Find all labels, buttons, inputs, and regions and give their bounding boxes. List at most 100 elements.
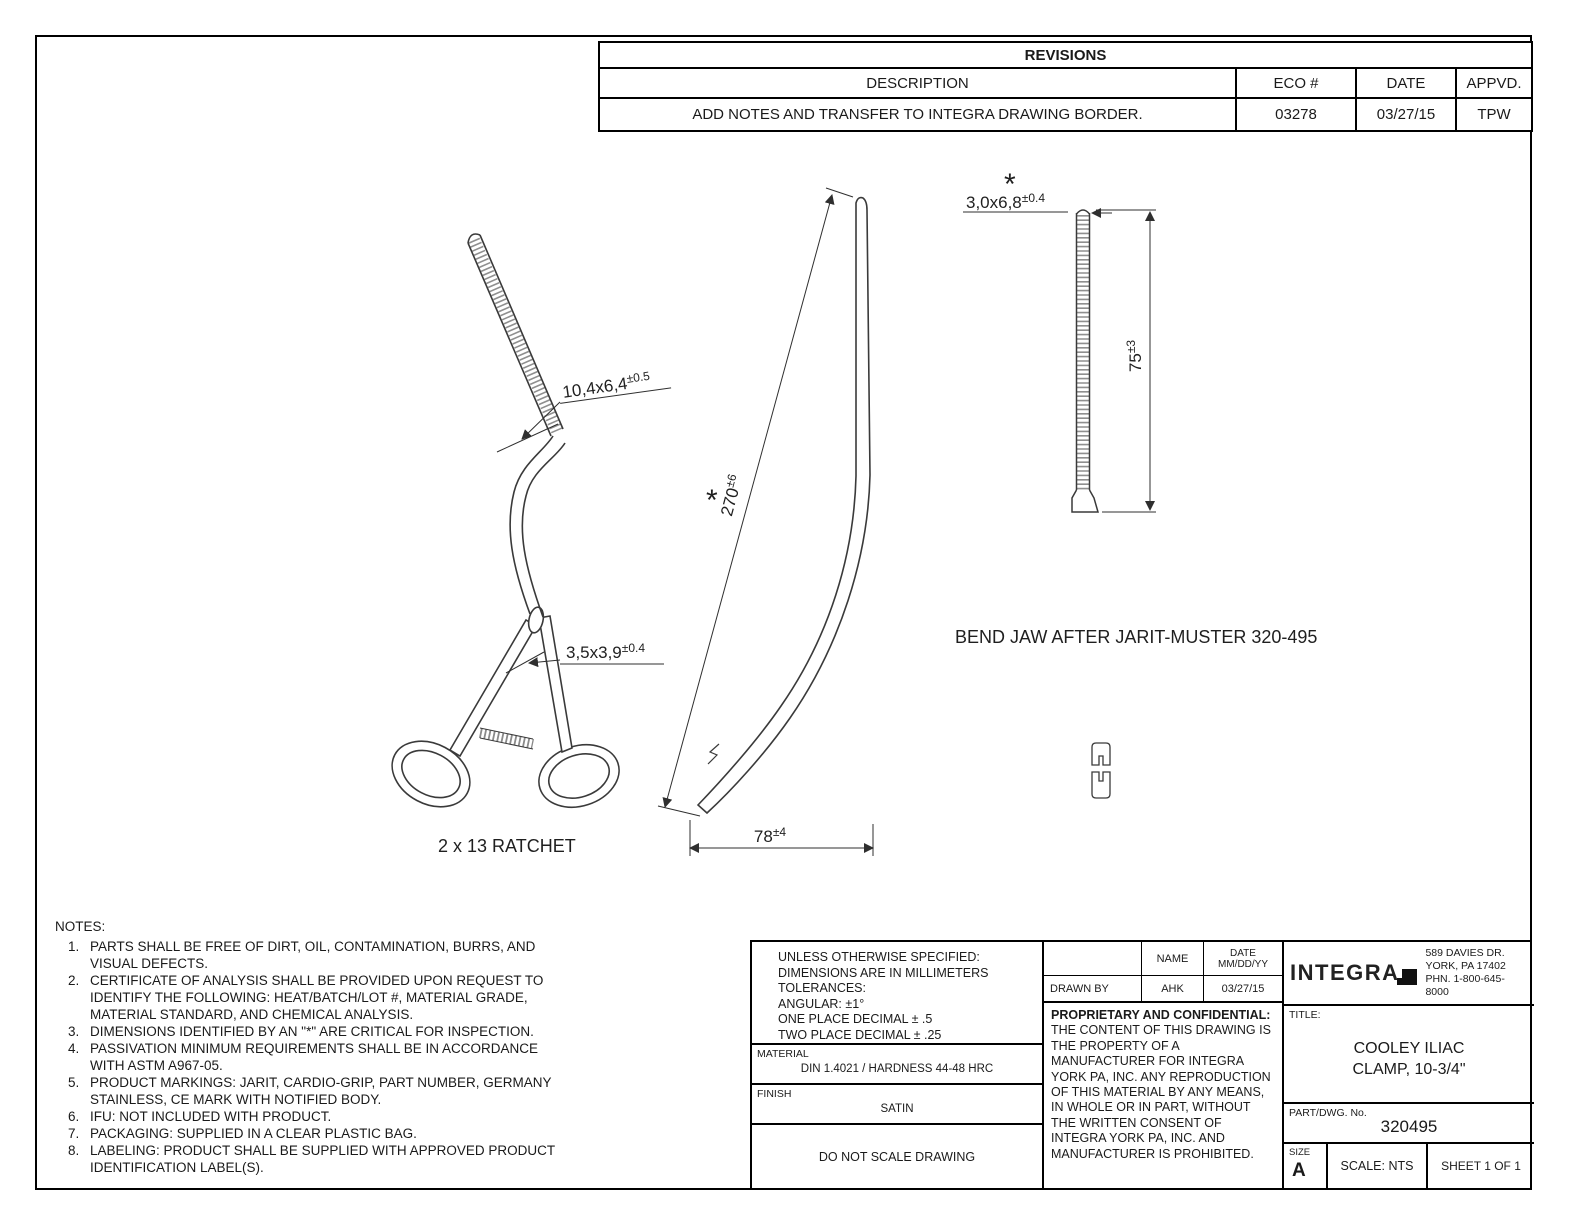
material-row: MATERIAL DIN 1.4021 / HARDNESS 44-48 HRC: [752, 1045, 1042, 1085]
note-text: DIMENSIONS IDENTIFIED BY AN "*" ARE CRIT…: [90, 1024, 534, 1039]
approval-blank-cell: [1044, 942, 1142, 975]
tolerance-line: TWO PLACE DECIMAL ± .25: [778, 1027, 942, 1042]
tolerance-line: TOLERANCES:: [778, 981, 866, 995]
title-block: UNLESS OTHERWISE SPECIFIED: DIMENSIONS A…: [750, 940, 1534, 1190]
approval-header-row: NAME DATE MM/DD/YY: [1044, 942, 1282, 976]
note-text: PRODUCT MARKINGS: JARIT, CARDIO-GRIP, PA…: [90, 1075, 552, 1107]
note-number: 4.: [68, 1041, 80, 1056]
revision-appvd: TPW: [1477, 106, 1511, 123]
dim-shaft-label: 3,5x3,9±0.4: [566, 641, 645, 662]
proprietary-notice: PROPRIETARY AND CONFIDENTIAL: THE CONTEN…: [1044, 1003, 1282, 1188]
note-text: PASSIVATION MINIMUM REQUIREMENTS SHALL B…: [90, 1041, 539, 1073]
ratchet: [478, 727, 535, 750]
size-value: A: [1292, 1160, 1306, 1181]
scale-field: SCALE: NTS: [1328, 1144, 1428, 1188]
revisions-table: REVISIONS DESCRIPTION ECO # DATE APPVD. …: [598, 41, 1533, 132]
title-field: TITLE: COOLEY ILIAC CLAMP, 10-3/4": [1284, 1006, 1534, 1104]
note-number: 3.: [68, 1024, 80, 1039]
company-address: 589 DAVIES DR. YORK, PA 17402 PHN. 1-800…: [1425, 947, 1528, 999]
note-item: 4. PASSIVATION MINIMUM REQUIREMENTS SHAL…: [55, 1040, 560, 1074]
integra-logo: INTEGRA: [1290, 960, 1400, 985]
note-number: 5.: [68, 1075, 80, 1090]
jaw-cross-section: [1091, 742, 1111, 799]
note-number: 2.: [68, 973, 80, 988]
drawn-by-row: DRAWN BY AHK 03/27/15: [1044, 976, 1282, 1003]
note-item: 8. LABELING: PRODUCT SHALL BE SUPPLIED W…: [55, 1142, 560, 1176]
revision-eco: 03278: [1237, 99, 1357, 130]
size-field: SIZE A: [1284, 1144, 1328, 1188]
dim-jaw-profile-label: 3,0x6,8±0.4: [966, 191, 1045, 212]
clamp-front-view: [391, 233, 620, 809]
note-item: 3. DIMENSIONS IDENTIFIED BY AN "*" ARE C…: [55, 1023, 560, 1040]
dim-jaw-length: 75±3: [1096, 209, 1156, 513]
shank-right: [538, 615, 573, 754]
critical-asterisk-length: *: [706, 484, 718, 517]
size-scale-sheet-row: SIZE A SCALE: NTS SHEET 1 OF 1: [1284, 1144, 1534, 1188]
note-text: PACKAGING: SUPPLIED IN A CLEAR PLASTIC B…: [90, 1126, 417, 1141]
box-joint: [527, 606, 545, 634]
part-number-label: PART/DWG. No.: [1289, 1107, 1367, 1119]
note-item: 1. PARTS SHALL BE FREE OF DIRT, OIL, CON…: [55, 938, 560, 972]
part-number-field: PART/DWG. No. 320495: [1284, 1104, 1534, 1144]
revision-date: 03/27/15: [1357, 99, 1457, 130]
tolerance-notes: UNLESS OTHERWISE SPECIFIED: DIMENSIONS A…: [752, 942, 1042, 1045]
sheet-field: SHEET 1 OF 1: [1441, 1159, 1521, 1173]
revisions-col-date: DATE: [1357, 69, 1457, 97]
revisions-title: REVISIONS: [600, 43, 1531, 69]
clamp-shaft: [509, 435, 566, 618]
title-label: TITLE:: [1289, 1009, 1321, 1021]
note-item: 5. PRODUCT MARKINGS: JARIT, CARDIO-GRIP,…: [55, 1074, 560, 1108]
dim-shaft: 3,5x3,9±0.4: [505, 641, 664, 674]
note-item: 6. IFU: NOT INCLUDED WITH PRODUCT.: [55, 1108, 560, 1125]
revisions-col-eco: ECO #: [1237, 69, 1357, 97]
note-text: LABELING: PRODUCT SHALL BE SUPPLIED WITH…: [90, 1143, 555, 1175]
dim-width: 78±4: [689, 820, 874, 856]
tolerance-line: UNLESS OTHERWISE SPECIFIED:: [778, 950, 980, 964]
notes-title: NOTES:: [55, 919, 106, 934]
revisions-col-appvd: APPVD.: [1466, 74, 1522, 92]
proprietary-body: THE CONTENT OF THIS DRAWING IS THE PROPE…: [1051, 1023, 1271, 1161]
note-number: 7.: [68, 1126, 80, 1141]
ratchet-label: 2 x 13 RATCHET: [438, 836, 576, 856]
drawing-title: COOLEY ILIAC CLAMP, 10-3/4": [1352, 1040, 1466, 1078]
revisions-col-description: DESCRIPTION: [600, 69, 1237, 97]
critical-asterisk-jaw: *: [1004, 168, 1016, 201]
proprietary-title: PROPRIETARY AND CONFIDENTIAL:: [1051, 1008, 1271, 1022]
title-block-column-approvals: NAME DATE MM/DD/YY DRAWN BY AHK 03/27/15…: [1042, 942, 1282, 1188]
address-line: 589 DAVIES DR.: [1425, 947, 1505, 959]
note-number: 1.: [68, 939, 80, 954]
notes-section: NOTES: 1. PARTS SHALL BE FREE OF DIRT, O…: [55, 918, 560, 1176]
part-number-value: 320495: [1380, 1117, 1438, 1136]
drawn-by-label: DRAWN BY: [1044, 976, 1142, 1001]
dim-jaw-length-label: 75±3: [1124, 340, 1145, 373]
material-value: DIN 1.4021 / HARDNESS 44-48 HRC: [800, 1063, 994, 1075]
clamp-jaw: [467, 233, 564, 437]
jaw-detail-view: [1071, 209, 1099, 513]
dim-width-label: 78±4: [754, 825, 787, 846]
address-line: YORK, PA 17402: [1425, 960, 1506, 972]
drawn-by-name: AHK: [1142, 976, 1204, 1001]
date-header: DATE MM/DD/YY: [1218, 947, 1268, 970]
bend-note-label: BEND JAW AFTER JARIT-MUSTER 320-495: [955, 627, 1317, 647]
integra-logo-mark-icon: [1396, 969, 1418, 985]
note-text: PARTS SHALL BE FREE OF DIRT, OIL, CONTAM…: [90, 939, 536, 971]
name-header: NAME: [1142, 942, 1204, 975]
finish-row: FINISH SATIN: [752, 1085, 1042, 1125]
note-number: 6.: [68, 1109, 80, 1124]
note-text: IFU: NOT INCLUDED WITH PRODUCT.: [90, 1109, 332, 1124]
note-number: 8.: [68, 1143, 80, 1158]
tolerance-line: ONE PLACE DECIMAL ± .5: [778, 1012, 933, 1026]
address-line: PHN. 1-800-645-8000: [1425, 973, 1505, 998]
company-logo-block: INTEGRA 589 DAVIES DR. YORK, PA 17402 PH…: [1284, 942, 1534, 1006]
note-text: CERTIFICATE OF ANALYSIS SHALL BE PROVIDE…: [90, 973, 544, 1022]
tolerance-line: ANGULAR: ±1°: [778, 996, 865, 1011]
size-label: SIZE: [1289, 1147, 1311, 1158]
material-label: MATERIAL: [757, 1048, 809, 1060]
revision-row: ADD NOTES AND TRANSFER TO INTEGRA DRAWIN…: [600, 99, 1531, 130]
title-block-column-identity: INTEGRA 589 DAVIES DR. YORK, PA 17402 PH…: [1282, 942, 1534, 1188]
revisions-header-row: DESCRIPTION ECO # DATE APPVD.: [600, 69, 1531, 99]
do-not-scale-note: DO NOT SCALE DRAWING: [818, 1149, 976, 1164]
ring-handle-left: [391, 740, 471, 808]
drawn-by-date: 03/27/15: [1221, 982, 1265, 995]
